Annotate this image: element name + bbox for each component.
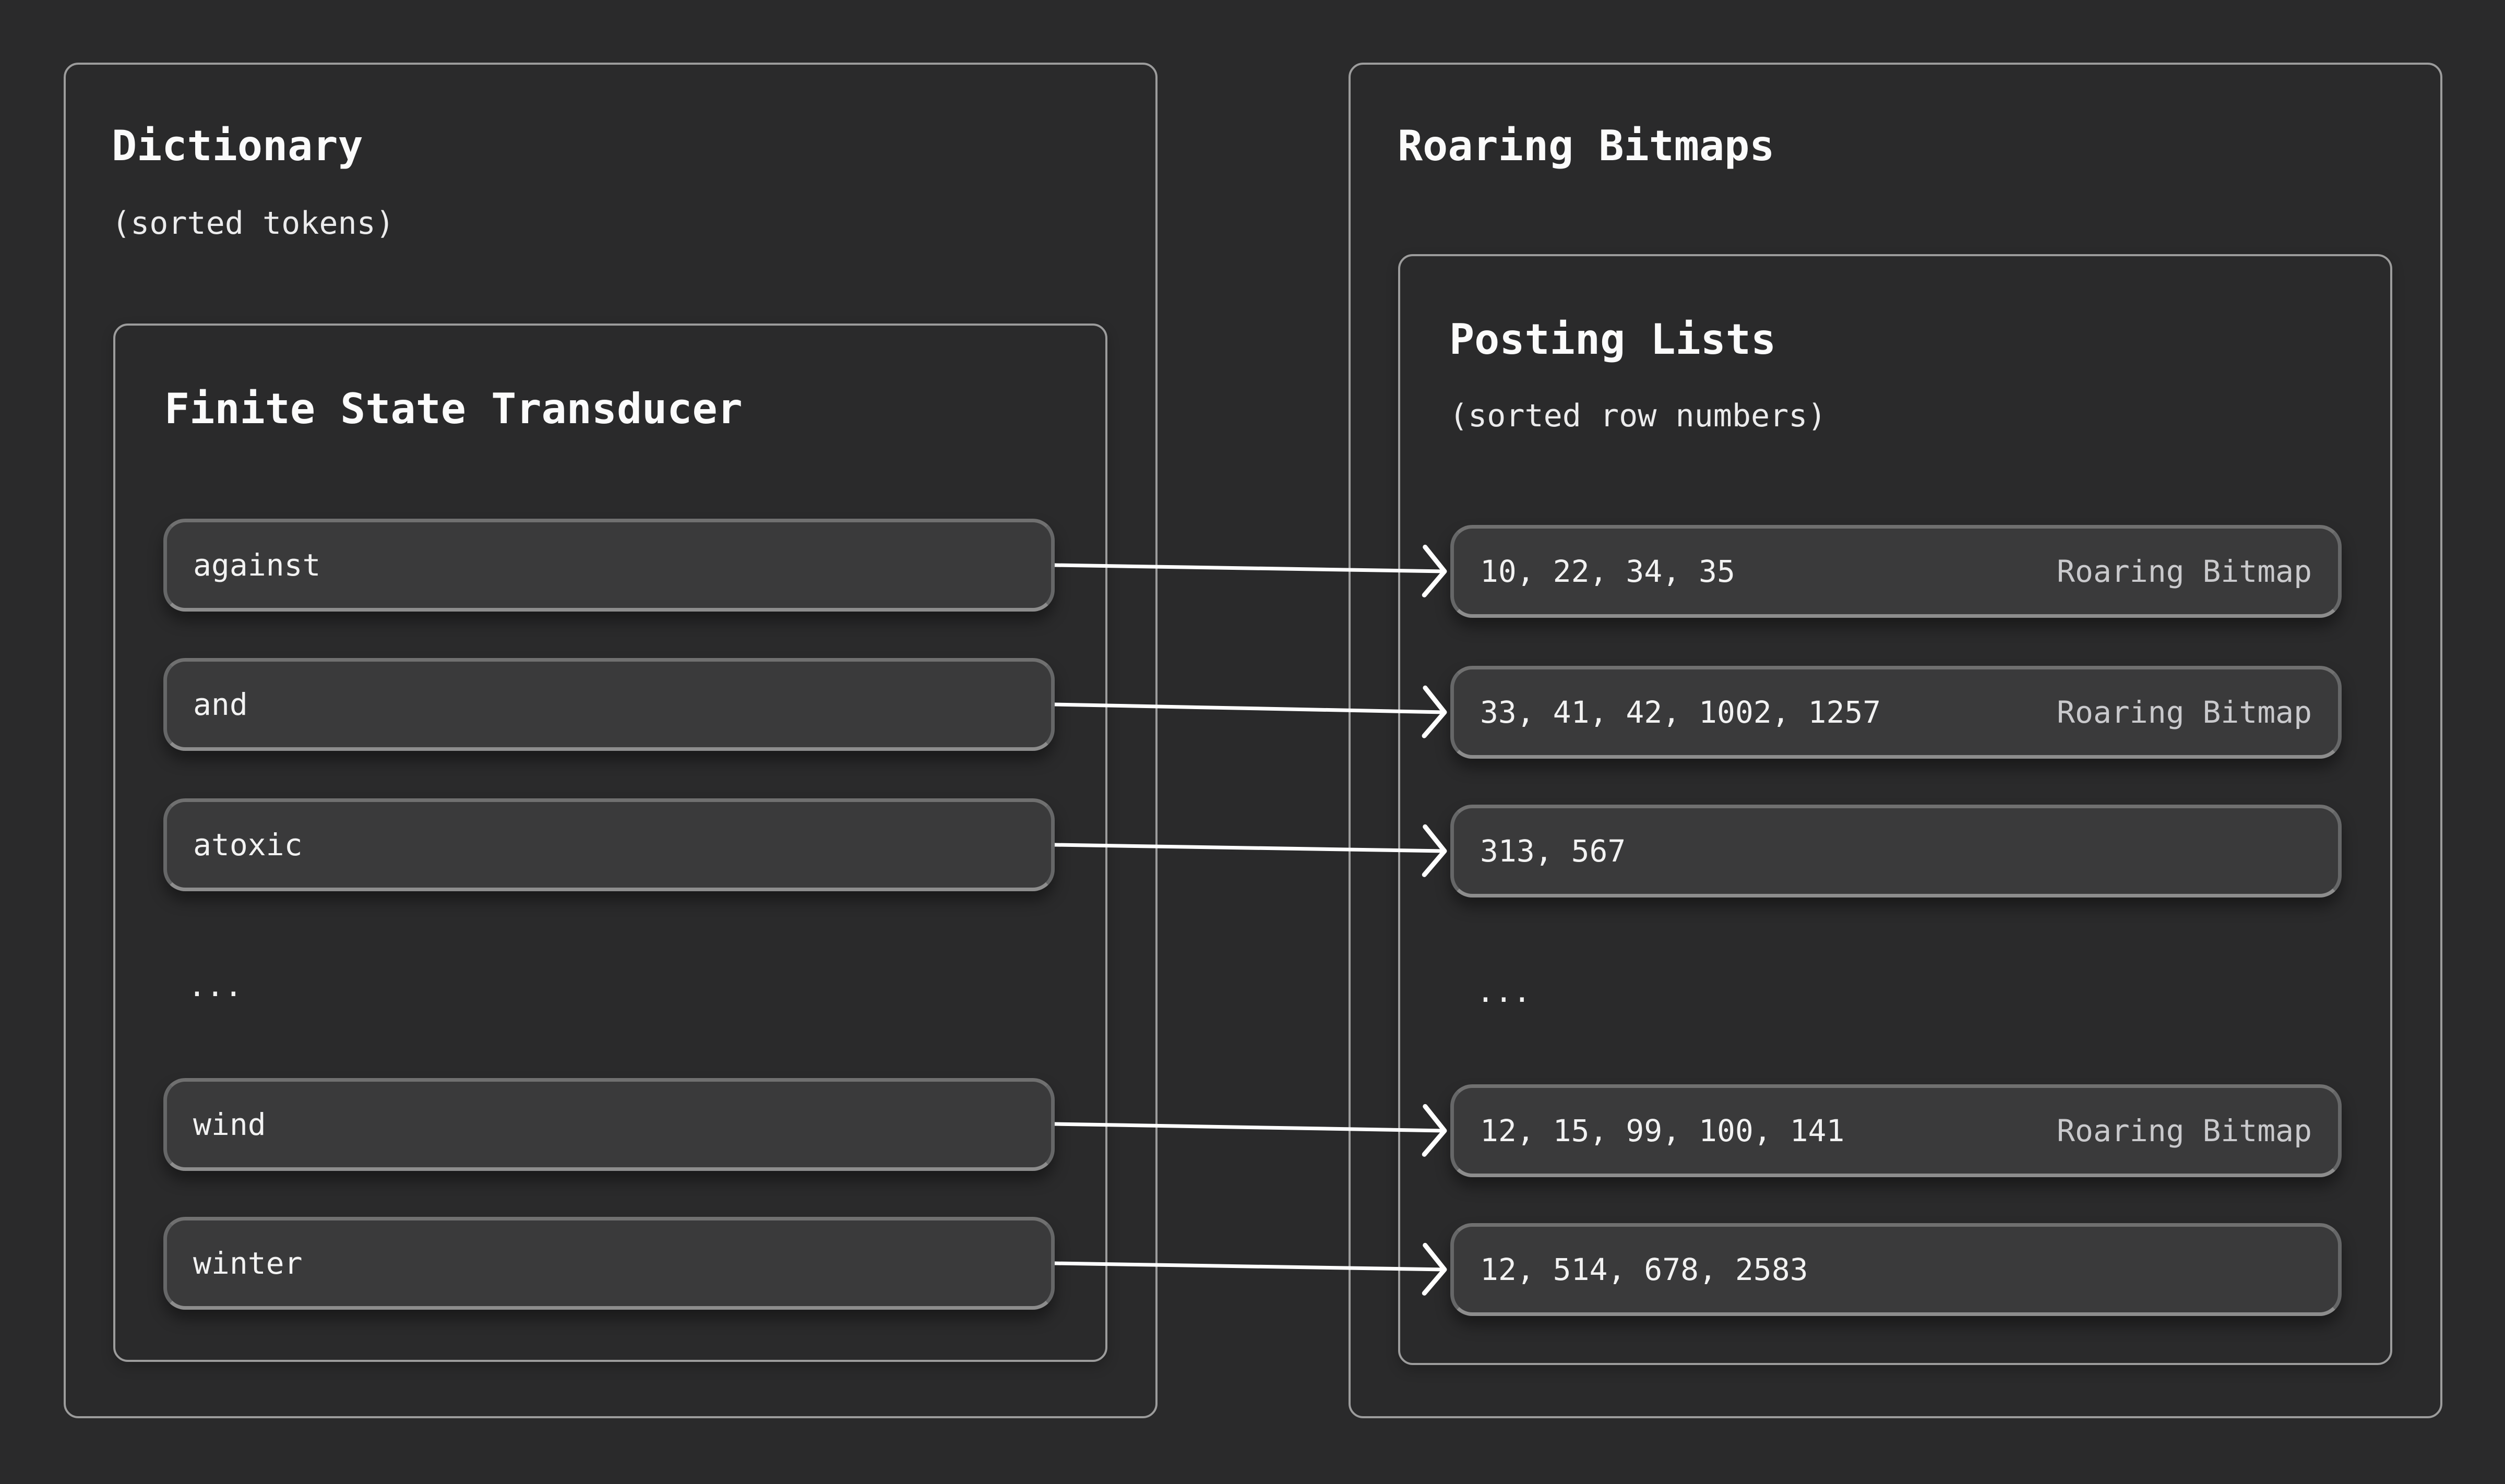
posting-lists-title: Posting Lists: [1449, 315, 1776, 364]
token-label: against: [193, 547, 321, 583]
roaring-bitmaps-title: Roaring Bitmaps: [1398, 122, 1775, 170]
postings-ellipsis: ...: [1476, 974, 1531, 1009]
token-box-and: and: [163, 658, 1055, 751]
posting-lists-subtitle: (sorted row numbers): [1449, 398, 1827, 434]
fst-title: Finite State Transducer: [164, 385, 743, 433]
posting-row: 12, 514, 678, 2583: [1450, 1223, 2342, 1316]
posting-values: 313, 567: [1480, 833, 1626, 869]
roaring-bitmap-label: Roaring Bitmap: [2057, 695, 2312, 730]
posting-row: 313, 567: [1450, 805, 2342, 897]
dictionary-panel: Dictionary (sorted tokens) Finite State …: [64, 63, 1158, 1418]
token-box-wind: wind: [163, 1078, 1055, 1171]
posting-row: 10, 22, 34, 35 Roaring Bitmap: [1450, 525, 2342, 618]
dictionary-subtitle: (sorted tokens): [112, 205, 395, 242]
token-label: and: [193, 687, 248, 722]
posting-lists-panel: Posting Lists (sorted row numbers) 10, 2…: [1398, 254, 2392, 1365]
roaring-bitmaps-panel: Roaring Bitmaps Posting Lists (sorted ro…: [1349, 63, 2442, 1418]
token-label: wind: [193, 1107, 266, 1142]
posting-values: 12, 15, 99, 100, 141: [1480, 1113, 1845, 1148]
roaring-bitmap-label: Roaring Bitmap: [2057, 554, 2312, 589]
token-box-atoxic: atoxic: [163, 798, 1055, 891]
dictionary-title: Dictionary: [112, 122, 363, 170]
posting-values: 12, 514, 678, 2583: [1480, 1252, 1808, 1287]
roaring-bitmap-label: Roaring Bitmap: [2057, 1113, 2312, 1148]
posting-values: 33, 41, 42, 1002, 1257: [1480, 695, 1881, 730]
token-label: atoxic: [193, 827, 303, 863]
posting-row: 33, 41, 42, 1002, 1257 Roaring Bitmap: [1450, 666, 2342, 759]
token-box-against: against: [163, 519, 1055, 612]
token-box-winter: winter: [163, 1217, 1055, 1310]
posting-values: 10, 22, 34, 35: [1480, 554, 1735, 589]
token-label: winter: [193, 1246, 303, 1281]
posting-row: 12, 15, 99, 100, 141 Roaring Bitmap: [1450, 1084, 2342, 1177]
tokens-ellipsis: ...: [188, 968, 243, 1003]
fst-panel: Finite State Transducer against and atox…: [113, 324, 1107, 1362]
